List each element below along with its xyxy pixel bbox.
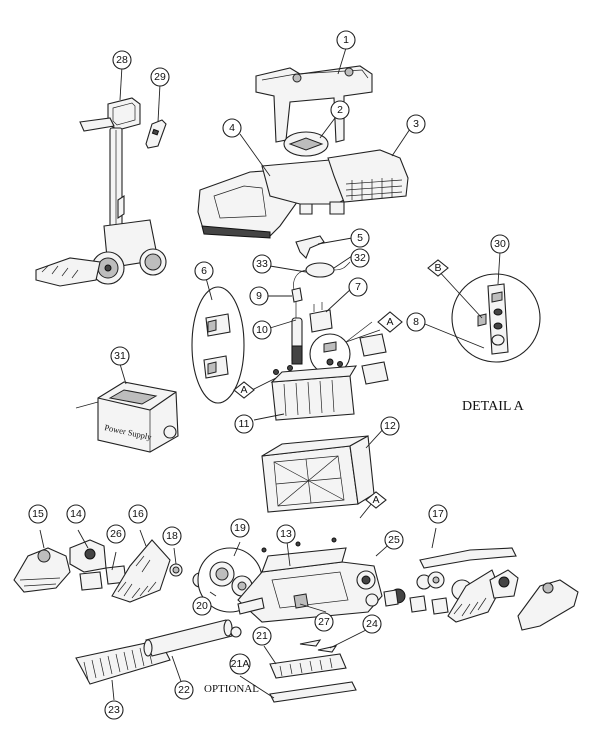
callout-8: 8	[406, 312, 426, 332]
callout-2-label: 2	[337, 104, 343, 116]
detail-a-title: DETAIL A	[462, 399, 525, 414]
detail-marker-a-top: A	[377, 311, 403, 333]
callout-7: 7	[348, 277, 368, 297]
callout-14: 14	[66, 504, 86, 524]
callout-17: 17	[428, 504, 448, 524]
callout-15-label: 15	[32, 508, 44, 520]
cable-connector-drawing	[291, 287, 303, 365]
callout-13: 13	[276, 524, 296, 544]
callout-24: 24	[362, 614, 382, 634]
cable-swivel-drawing	[293, 261, 351, 291]
motor-unit-drawing	[270, 361, 358, 421]
callout-4-label: 4	[229, 122, 235, 134]
callout-16-label: 16	[132, 508, 144, 520]
callout-30-label: 30	[494, 238, 506, 250]
callout-33: 33	[252, 254, 272, 274]
top-cover-drawing	[197, 149, 409, 239]
callout-12-label: 12	[384, 420, 396, 432]
callout-18-label: 18	[166, 530, 178, 542]
callout-30: 30	[490, 234, 510, 254]
callout-23: 23	[104, 700, 124, 720]
detail-marker-a-chassis: A	[365, 491, 387, 509]
callout-5-label: 5	[357, 232, 363, 244]
chassis-drawing	[237, 537, 406, 623]
callout-28-label: 28	[116, 54, 128, 66]
callout-11: 11	[234, 414, 254, 434]
callout-31-label: 31	[114, 350, 126, 362]
detail-marker-b-label: B	[434, 262, 441, 274]
callout-28: 28	[112, 50, 132, 70]
callout-24-label: 24	[366, 618, 378, 630]
callout-20-label: 20	[196, 600, 208, 612]
callout-23-label: 23	[108, 704, 120, 716]
callout-17-label: 17	[432, 508, 444, 520]
callout-4: 4	[222, 118, 242, 138]
callout-19-label: 19	[234, 522, 246, 534]
callout-19: 19	[230, 518, 250, 538]
callout-18: 18	[162, 526, 182, 546]
callout-16: 16	[128, 504, 148, 524]
callout-26-label: 26	[110, 528, 122, 540]
callout-11-label: 11	[239, 418, 250, 430]
callout-10-label: 10	[256, 324, 268, 336]
bracket-7-drawing	[309, 302, 333, 333]
left-side-parts-drawing	[13, 539, 223, 603]
callout-22-label: 22	[178, 684, 190, 696]
callout-12: 12	[380, 416, 400, 436]
right-side-parts-drawing	[409, 547, 579, 631]
callout-29-label: 29	[154, 71, 166, 83]
detail-a-small-bubble	[309, 321, 389, 385]
handle-drawing	[255, 65, 373, 143]
clips-group-6-drawing	[191, 286, 245, 404]
callout-2: 2	[330, 100, 350, 120]
detail-marker-a-chassis-label: A	[372, 494, 379, 506]
callout-9: 9	[249, 286, 269, 306]
callout-5: 5	[350, 228, 370, 248]
filter-basket-drawing	[261, 435, 375, 513]
callout-1-label: 1	[343, 34, 349, 46]
callout-27-label: 27	[318, 616, 330, 628]
brush-roller-drawing	[75, 619, 242, 685]
callout-21a-label: 21A	[231, 658, 250, 670]
callout-9-label: 9	[256, 290, 262, 302]
pva-brush-21-drawing	[269, 639, 357, 703]
callout-3: 3	[406, 114, 426, 134]
detail-marker-b: B	[427, 259, 449, 277]
callout-6: 6	[194, 261, 214, 281]
callout-32: 32	[350, 248, 370, 268]
callout-6-label: 6	[201, 265, 207, 277]
callout-10: 10	[252, 320, 272, 340]
callout-31: 31	[110, 346, 130, 366]
callout-22: 22	[174, 680, 194, 700]
detail-a-large-bubble	[451, 273, 541, 363]
callout-21-label: 21	[256, 630, 268, 642]
callout-15: 15	[28, 504, 48, 524]
detail-marker-a-motor: A	[233, 381, 255, 399]
callout-26: 26	[106, 524, 126, 544]
callout-20: 20	[192, 596, 212, 616]
plug-drawing	[295, 235, 325, 259]
detail-marker-a-top-label: A	[386, 316, 393, 328]
callout-25: 25	[384, 530, 404, 550]
power-supply-drawing: Power Supply	[75, 381, 179, 453]
caddy-cart-drawing	[35, 97, 167, 287]
callout-21: 21	[252, 626, 272, 646]
callout-25-label: 25	[388, 534, 400, 546]
callout-1: 1	[336, 30, 356, 50]
callout-3-label: 3	[413, 118, 419, 130]
callout-32-label: 32	[354, 252, 366, 264]
callout-21a: 21A	[229, 653, 251, 675]
callout-7-label: 7	[355, 281, 361, 293]
remote-drawing	[145, 119, 167, 149]
swivel-drawing	[283, 131, 329, 157]
optional-label: OPTIONAL	[204, 683, 259, 695]
callout-14-label: 14	[70, 508, 82, 520]
callout-13-label: 13	[280, 528, 292, 540]
callout-27: 27	[314, 612, 334, 632]
callout-29: 29	[150, 67, 170, 87]
callout-33-label: 33	[256, 258, 268, 270]
detail-marker-a-motor-label: A	[240, 384, 247, 396]
callout-8-label: 8	[413, 316, 419, 328]
